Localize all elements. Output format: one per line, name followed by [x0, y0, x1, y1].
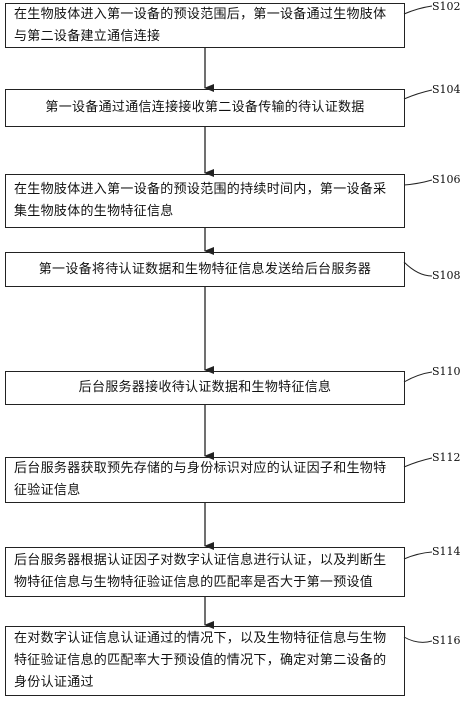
step-text-s114: 后台服务器根据认证因子对数字认证信息进行认证，以及判断生 物特征信息与生物特征验…: [14, 553, 387, 590]
step-label-s112: S112: [432, 451, 461, 464]
step-box-s106: 在生物肢体进入第一设备的预设范围的持续时间内，第一设备采 集生物肢体的生物特征信…: [5, 174, 405, 228]
leader-s114: [403, 551, 433, 560]
step-box-s104: 第一设备通过通信连接接收第二设备传输的待认证数据: [5, 89, 405, 127]
step-label-s108: S108: [432, 269, 461, 282]
step-box-s114: 后台服务器根据认证因子对数字认证信息进行认证，以及判断生 物特征信息与生物特征验…: [5, 547, 405, 597]
step-label-s106: S106: [432, 173, 461, 186]
step-box-s116: 在对数字认证信息认证通过的情况下，以及生物特征信息与生物 特征验证信息的匹配率大…: [5, 626, 405, 696]
leader-s116: [403, 636, 433, 643]
step-label-s102: S102: [432, 0, 461, 13]
step-text-s110: 后台服务器接收待认证数据和生物特征信息: [78, 380, 332, 395]
step-label-s110: S110: [432, 365, 461, 378]
step-box-s110: 后台服务器接收待认证数据和生物特征信息: [5, 371, 405, 405]
step-text-s112: 后台服务器获取预先存储的与身份标识对应的认证因子和生物特 征验证信息: [14, 461, 387, 498]
step-box-s112: 后台服务器获取预先存储的与身份标识对应的认证因子和生物特 征验证信息: [5, 457, 405, 503]
leader-s112: [403, 457, 433, 468]
step-label-s116: S116: [432, 634, 461, 647]
leader-s110: [403, 371, 433, 383]
step-text-s108: 第一设备将待认证数据和生物特征信息发送给后台服务器: [38, 261, 372, 277]
leader-s104: [403, 89, 433, 100]
step-box-s108: 第一设备将待认证数据和生物特征信息发送给后台服务器: [5, 252, 405, 287]
step-text-s102: 在生物肢体进入第一设备的预设范围后，第一设备通过生物肢体 与第二设备建立通信连接: [14, 6, 387, 44]
step-text-s116: 在对数字认证信息认证通过的情况下，以及生物特征信息与生物 特征验证信息的匹配率大…: [14, 631, 387, 690]
step-text-s106: 在生物肢体进入第一设备的预设范围的持续时间内，第一设备采 集生物肢体的生物特征信…: [14, 182, 387, 219]
step-label-s104: S104: [432, 83, 461, 96]
leader-s106: [403, 179, 433, 186]
step-label-s114: S114: [432, 545, 461, 558]
step-box-s102: 在生物肢体进入第一设备的预设范围后，第一设备通过生物肢体 与第二设备建立通信连接: [5, 3, 405, 48]
leader-s108: [403, 261, 433, 277]
leader-s102: [403, 5, 433, 15]
step-text-s104: 第一设备通过通信连接接收第二设备传输的待认证数据: [45, 100, 365, 115]
